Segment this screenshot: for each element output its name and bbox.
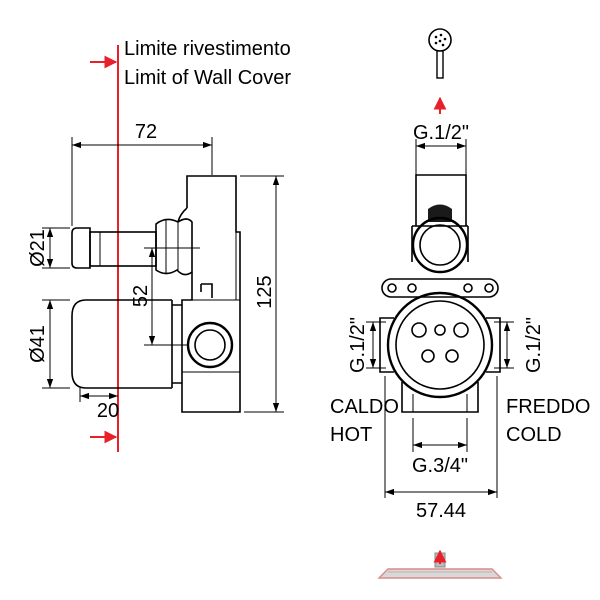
- dimension-small-pipe-diameter: Ø21: [27, 229, 49, 267]
- screw-hole: [407, 283, 417, 293]
- cold-label-italian: FREDDO: [506, 396, 590, 418]
- dimension-left-inlet: G.1/2": [347, 317, 369, 373]
- cold-label-english: COLD: [506, 424, 562, 446]
- top-connection-circle: [411, 216, 469, 274]
- cold-inlet: [486, 317, 501, 373]
- dimension-width: 72: [135, 121, 157, 143]
- hot-inlet: [379, 317, 394, 373]
- dimension-large-cylinder-diameter: Ø41: [27, 325, 49, 363]
- dimension-height: 125: [254, 275, 276, 308]
- side-outlet-bore: [194, 329, 226, 361]
- large-cylinder: [71, 299, 172, 389]
- port-hole: [453, 322, 469, 338]
- mounting-bracket: [381, 278, 499, 298]
- body-tab: [200, 283, 213, 298]
- hot-label-italian: CALDO: [330, 396, 399, 418]
- main-body-inner-circle: [395, 300, 485, 390]
- hot-label-english: HOT: [330, 424, 372, 446]
- top-connection-bore: [419, 224, 461, 266]
- bottom-outlet-edges: [412, 394, 468, 412]
- bottom-outlet: [401, 382, 479, 413]
- valve-body-side: [181, 175, 241, 413]
- screw-hole: [387, 283, 397, 293]
- hand-shower-icon: [428, 28, 452, 79]
- wall-cover-label-italian: Limite rivestimento: [124, 38, 291, 60]
- side-view: Limite rivestimento Limit of Wall Cover …: [27, 38, 291, 452]
- dimension-top-outlet: G.1/2": [413, 122, 469, 144]
- screw-hole: [463, 283, 473, 293]
- front-view: G.1/2" G.1/2" G: [330, 28, 590, 579]
- dimension-depth: 20: [97, 400, 119, 422]
- port-hole: [445, 349, 459, 363]
- small-pipe-nut: [155, 218, 193, 276]
- top-outlet-tube: [415, 174, 467, 226]
- main-body-circle: [386, 291, 494, 399]
- small-pipe-end-cap: [71, 227, 91, 269]
- port-hole: [421, 349, 435, 363]
- port-hole: [434, 324, 446, 336]
- large-cylinder-collar: [171, 300, 182, 388]
- valve-body-elbow: [177, 207, 188, 223]
- screw-hole: [484, 283, 494, 293]
- wall-cover-label-english: Limit of Wall Cover: [124, 67, 291, 89]
- dimension-pipe-spacing: 52: [130, 285, 152, 307]
- dimension-bottom-outlet: G.3/4": [412, 455, 468, 477]
- port-hole: [411, 322, 427, 338]
- dimension-overall-width: 57.44: [416, 500, 466, 522]
- dimension-right-inlet: G.1/2": [523, 317, 545, 373]
